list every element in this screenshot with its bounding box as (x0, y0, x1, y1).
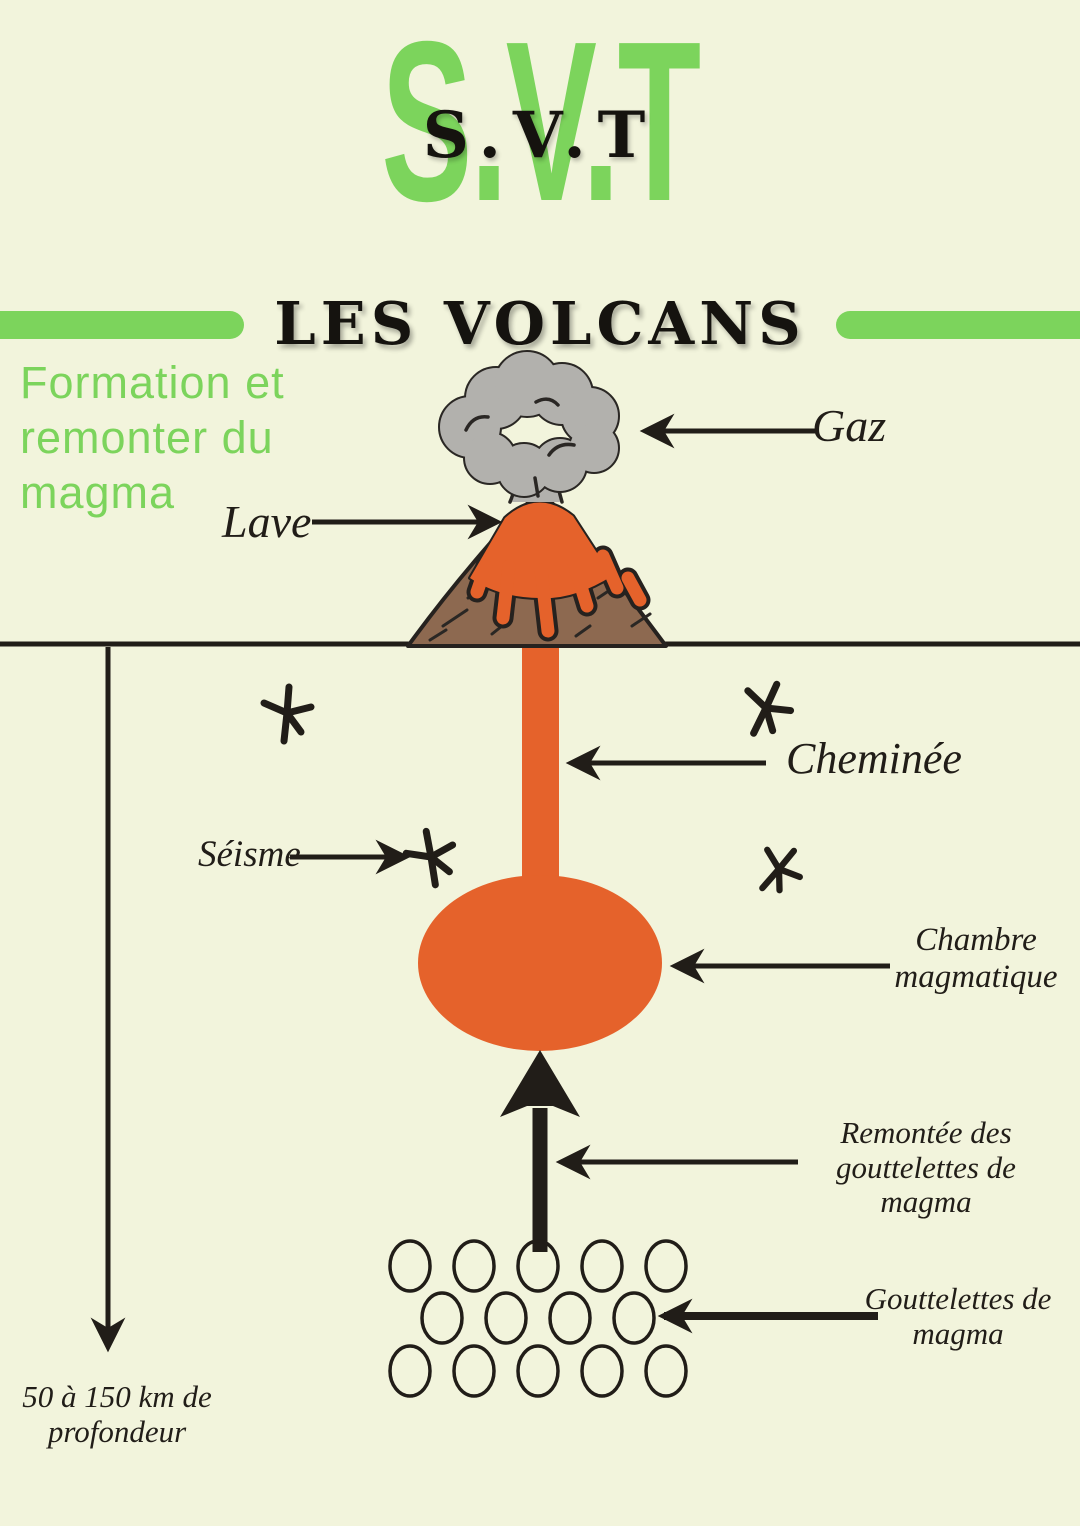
magma-rise-label: Remontée des gouttelettes de magma (836, 1115, 1016, 1220)
earthquake-label: Séisme (198, 834, 301, 875)
magma-chamber-shape (418, 875, 662, 1051)
banner-bar-right (836, 311, 1080, 339)
topic-heading: Formation et remonter du magma (20, 357, 285, 518)
depth-label: 50 à 150 km de profondeur (22, 1379, 212, 1449)
lava-flow (466, 500, 651, 642)
earthquake-star-icon (402, 826, 461, 890)
label-arrows (290, 413, 890, 1334)
svt-title: S.V.T (422, 98, 658, 173)
chimney-label: Cheminée (786, 734, 962, 783)
earthquake-star-icon (264, 687, 311, 741)
earthquake-star-icon (748, 838, 811, 902)
magma-droplets (388, 1239, 688, 1398)
gas-label: Gaz (812, 400, 887, 451)
banner-bar-left (0, 311, 244, 339)
magma-droplets-label: Gouttelettes de magma (864, 1281, 1052, 1351)
svt-watermark: S.V.T (381, 0, 701, 249)
lava-label: Lave (222, 496, 312, 547)
page-title: LES VOLCANS (274, 289, 806, 358)
gas-cloud (438, 350, 620, 504)
earthquake-star-icon (735, 676, 798, 743)
magma-chamber-label: Chambre magmatique (894, 922, 1058, 995)
chimney-conduit (522, 600, 559, 900)
magma-rise-arrow (500, 1050, 580, 1252)
